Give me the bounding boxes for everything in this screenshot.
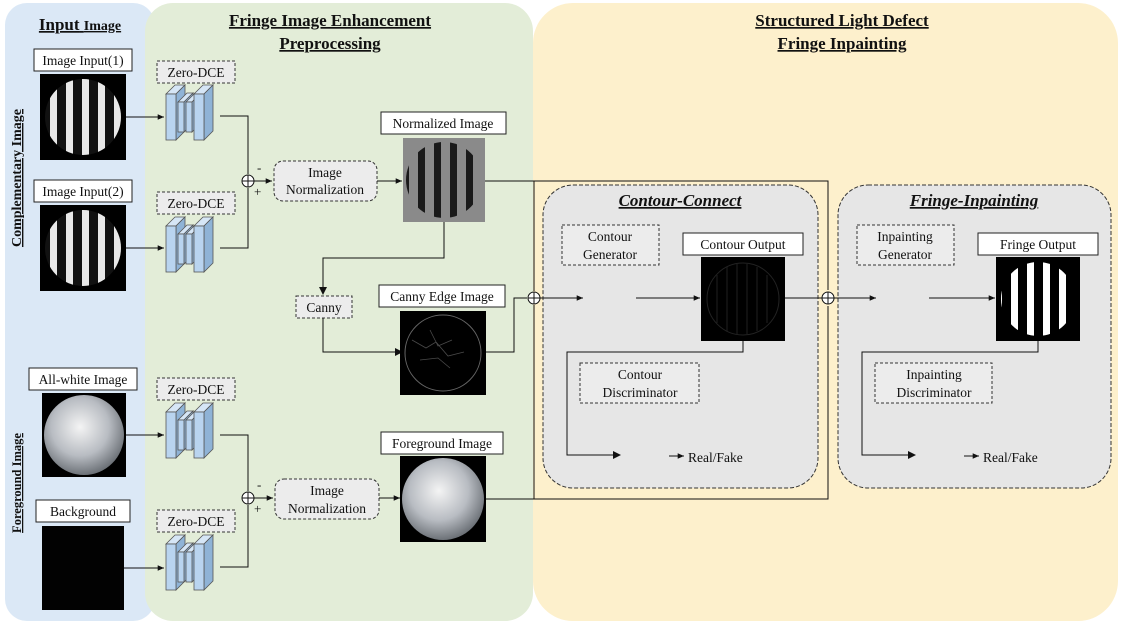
preprocessing-title-line1: Fringe Image Enhancement	[229, 11, 431, 30]
contour-output-thumbnail	[701, 257, 785, 341]
image-input-2-label-box	[33, 179, 133, 203]
background-label-box	[35, 499, 131, 523]
allwhite-image-thumbnail	[42, 393, 126, 477]
canny-label: Canny	[306, 300, 341, 315]
background-thumbnail	[42, 526, 124, 610]
fringe-output-label-box	[977, 232, 1099, 256]
wire-zdce2-to-sum	[220, 188, 249, 249]
image-input-1-label-box	[33, 48, 133, 72]
contour-generator-line2: Generator	[583, 247, 637, 262]
contour-connect-title: Contour-Connect	[619, 191, 743, 210]
wire-zdce4-to-sum	[220, 505, 249, 568]
canny-box	[295, 295, 353, 319]
cnn-blocks-icon-zdce1	[165, 84, 214, 141]
foreground-image-label: Foreground Image	[392, 436, 492, 451]
canny-edge-image-thumbnail	[400, 311, 486, 395]
cnn-blocks-icon-zdce3	[165, 402, 214, 459]
contour-discriminator-line1: Contour	[618, 367, 663, 382]
wire-fringe-output-to-discriminator	[861, 341, 1039, 456]
image-normalization-bottom-line1: Image	[310, 483, 344, 498]
inpainting-discriminator-line1: Inpainting	[906, 367, 962, 382]
cnn-blocks-icon-zdce2	[165, 216, 214, 273]
arrowhead-to-canny	[319, 287, 327, 295]
arrowhead-to-edge	[395, 348, 403, 356]
zero-dce-3: Zero-DCE	[156, 377, 236, 401]
input-title-main: Input	[39, 15, 80, 34]
zero-dce-1: Zero-DCE	[156, 60, 236, 84]
arrowhead-to-inpainting-discriminator	[908, 451, 916, 459]
normalized-image-thumbnail	[403, 138, 485, 222]
wire-edge-to-contour	[486, 297, 527, 353]
input-section-title: Input Image	[39, 15, 121, 34]
complementary-side-label: Complementary Image	[10, 109, 25, 247]
contour-generator-line1: Contour	[588, 229, 633, 244]
wire-foreground-to-fringe	[486, 306, 829, 500]
fringe-real-fake-label: Real/Fake	[983, 450, 1038, 465]
contour-generator-box	[561, 224, 660, 266]
cnn-blocks-icon-zdce4	[165, 534, 214, 591]
foreground-image-thumbnail	[400, 456, 486, 542]
zero-dce-1-label: Zero-DCE	[168, 65, 225, 80]
image-input-1-label: Image Input(1)	[42, 53, 123, 68]
contour-discriminator-box	[579, 362, 700, 404]
fringe-output-thumbnail	[996, 257, 1080, 341]
inpainting-discriminator-line2: Discriminator	[897, 385, 972, 400]
contour-real-fake-label: Real/Fake	[688, 450, 743, 465]
zero-dce-2: Zero-DCE	[156, 191, 236, 215]
wire-normalized-to-fringe	[485, 180, 829, 290]
minus-sign-top: -	[257, 160, 261, 175]
arrowhead-to-contour-discriminator	[613, 451, 621, 459]
normalized-image-label: Normalized Image	[393, 116, 494, 131]
input-title-small: Image	[84, 19, 121, 34]
image-normalization-top-line2: Normalization	[286, 182, 364, 197]
normalized-image-label-box	[380, 111, 507, 135]
canny-edge-image-label-box	[378, 284, 506, 308]
background-label: Background	[50, 504, 116, 519]
image-normalization-top-line1: Image	[308, 165, 342, 180]
canny-edge-image-label: Canny Edge Image	[390, 289, 493, 304]
foreground-image-label-box	[380, 431, 504, 455]
foreground-side-label: Foreground Image	[10, 433, 24, 533]
allwhite-image-label-box	[28, 367, 138, 391]
allwhite-image-label: All-white Image	[39, 372, 128, 387]
zero-dce-4-label: Zero-DCE	[168, 514, 225, 529]
wire-zdce1-to-sum	[220, 115, 249, 174]
inpainting-title-line2: Fringe Inpainting	[778, 34, 907, 53]
image-input-1-thumbnail	[40, 74, 126, 160]
wire-contour-output-to-discriminator	[566, 341, 744, 456]
zero-dce-2-label: Zero-DCE	[168, 196, 225, 211]
contour-output-label-box	[682, 232, 804, 256]
inpainting-discriminator-box	[874, 362, 993, 404]
preprocessing-title-line2: Preprocessing	[279, 34, 381, 53]
fringe-output-label: Fringe Output	[1000, 237, 1076, 252]
image-input-2-thumbnail	[40, 205, 126, 291]
inpainting-generator-line2: Generator	[878, 247, 932, 262]
image-input-2-label: Image Input(2)	[42, 184, 123, 199]
image-normalization-bottom-line2: Normalization	[288, 501, 366, 516]
inpainting-generator-line1: Inpainting	[877, 229, 933, 244]
wire-zdce3-to-sum	[220, 434, 249, 491]
zero-dce-3-label: Zero-DCE	[168, 382, 225, 397]
inpainting-title-line1: Structured Light Defect	[755, 11, 929, 30]
plus-sign-bottom: +	[254, 501, 261, 516]
wire-canny-to-edge	[322, 318, 397, 353]
minus-sign-bottom: -	[257, 477, 261, 492]
image-normalization-bottom	[274, 478, 380, 520]
plus-sign-top: +	[254, 184, 261, 199]
contour-output-label: Contour Output	[700, 237, 785, 252]
fringe-inpainting-title: Fringe-Inpainting	[909, 191, 1039, 210]
wire-normalized-to-canny	[322, 222, 445, 292]
zero-dce-4: Zero-DCE	[156, 509, 236, 533]
contour-discriminator-line2: Discriminator	[603, 385, 678, 400]
inpainting-generator-box	[856, 224, 955, 266]
